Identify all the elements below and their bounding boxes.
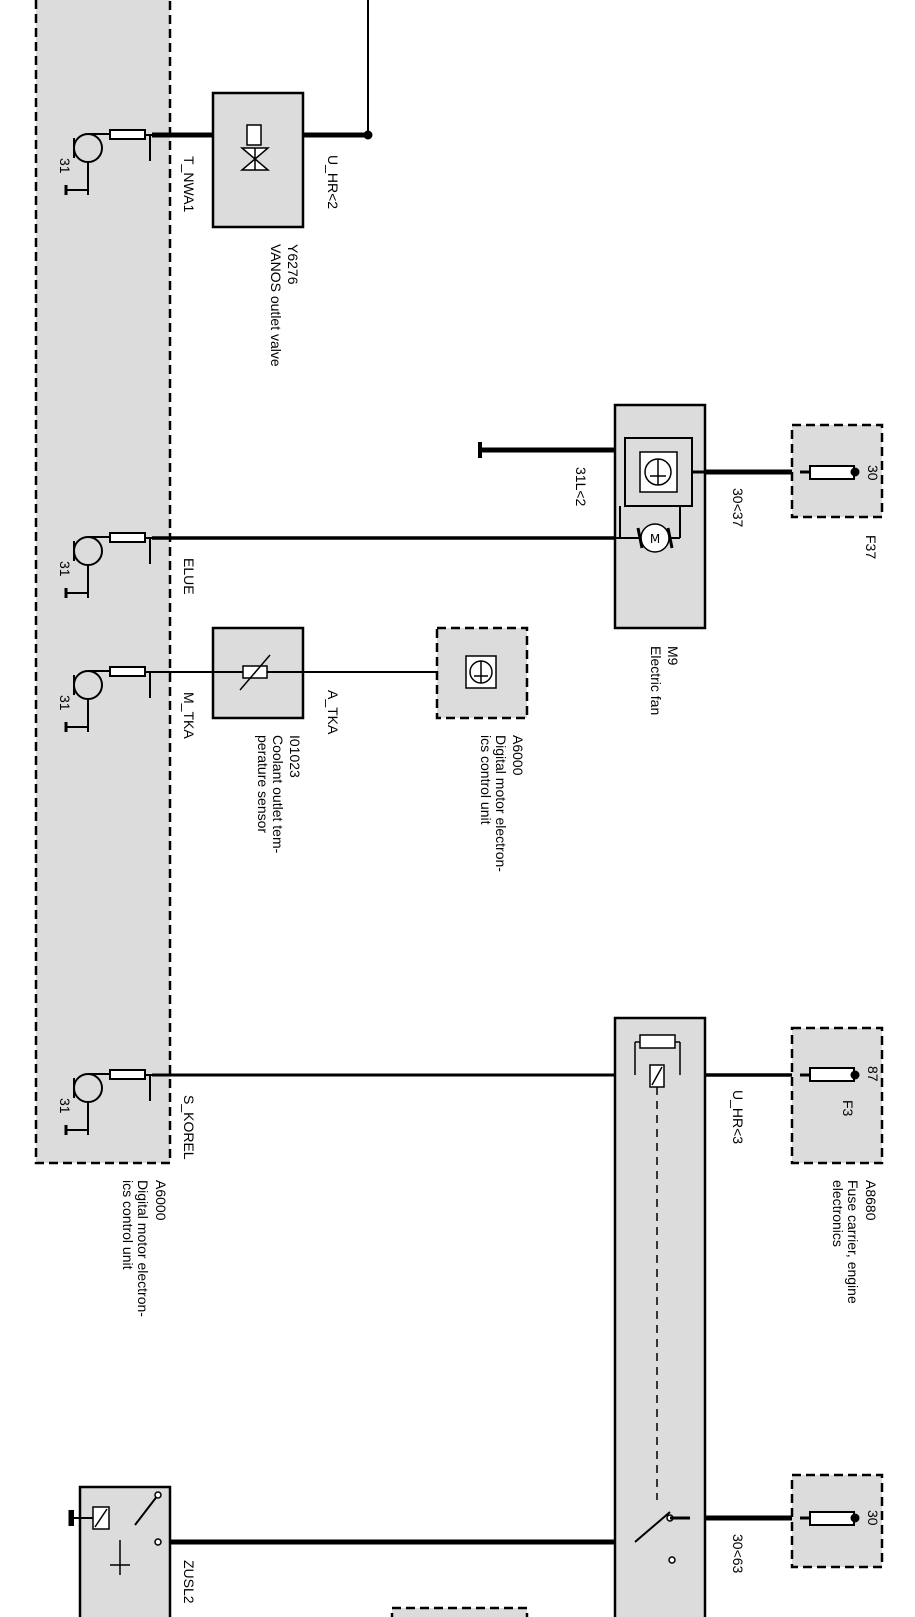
ecu-driver-t-nwa1: 31: [64, 129, 152, 195]
dme-connection-symbol: [435, 626, 529, 720]
component-name-a6000: Digital motor electron- ics control unit: [120, 1180, 151, 1317]
signal-elue: ELUE: [181, 558, 197, 595]
component-id-i01023: I01023: [287, 735, 303, 778]
signal-30-63: 30<63: [730, 1534, 746, 1574]
component-id-f3: F3: [840, 1100, 856, 1117]
fuse-f3-symbol: [790, 1026, 884, 1165]
signal-u-hr3: U_HR<3: [730, 1090, 746, 1145]
coolant-sensor-symbol: [211, 626, 305, 720]
signal-t-nwa1: T_NWA1: [181, 156, 197, 213]
electric-fan-symbol: M: [613, 403, 707, 630]
component-id-y6276: Y6276: [285, 244, 301, 285]
junction-dot: [363, 130, 373, 140]
component-id-a6000: A6000: [153, 1180, 169, 1221]
ground-pin-label-1: 31: [57, 158, 73, 174]
fuse-bottom-symbol: [790, 1473, 884, 1569]
bottom-left-relay-symbol: [68, 1485, 172, 1617]
ecu-driver-elue: [64, 532, 152, 598]
fuse-f37-symbol: [790, 423, 884, 519]
ground-pin-label-2: 31: [57, 561, 73, 577]
vanos-valve-symbol: [211, 91, 305, 229]
fuse-pin-f37: 30: [865, 465, 881, 481]
svg-text:M: M: [650, 532, 660, 546]
dme-control-unit-housing: [34, 0, 172, 1165]
ecu-driver-s-korel: [64, 1069, 152, 1135]
signal-31l2: 31L<2: [573, 467, 589, 507]
fuse-pin-f3: 87: [865, 1066, 881, 1082]
signal-30-37: 30<37: [730, 488, 746, 528]
signal-a-tka: A_TKA: [325, 690, 341, 735]
signal-m-tka: M_TKA: [181, 692, 197, 739]
component-id-a8680: A8680: [863, 1180, 879, 1221]
component-id-m9: M9: [665, 646, 681, 666]
partial-component-box: [390, 1606, 529, 1617]
signal-u-hr2: U_HR<2: [325, 155, 341, 210]
component-id-f37: F37: [863, 535, 879, 560]
component-name-a6000-sensor: Digital motor electron- ics control unit: [478, 735, 509, 872]
fuse-pin-bottom: 30: [865, 1510, 881, 1526]
ground-pin-label-3: 31: [57, 695, 73, 711]
relay-module-symbol: [613, 1016, 707, 1617]
component-name-m9: Electric fan: [648, 646, 664, 716]
component-name-y6276: VANOS outlet valve: [268, 244, 284, 367]
signal-zusl2: ZUSL2: [181, 1560, 197, 1604]
ground-pin-label-4: 31: [57, 1098, 73, 1114]
signal-s-korel: S_KOREL: [181, 1095, 197, 1160]
component-id-a6000-sensor: A6000: [510, 735, 526, 776]
ecu-driver-m-tka: [64, 666, 152, 732]
component-name-a8680: Fuse carrier, engine electronics: [830, 1180, 861, 1304]
component-name-i01023: Coolant outlet tem- perature sensor: [255, 735, 286, 854]
